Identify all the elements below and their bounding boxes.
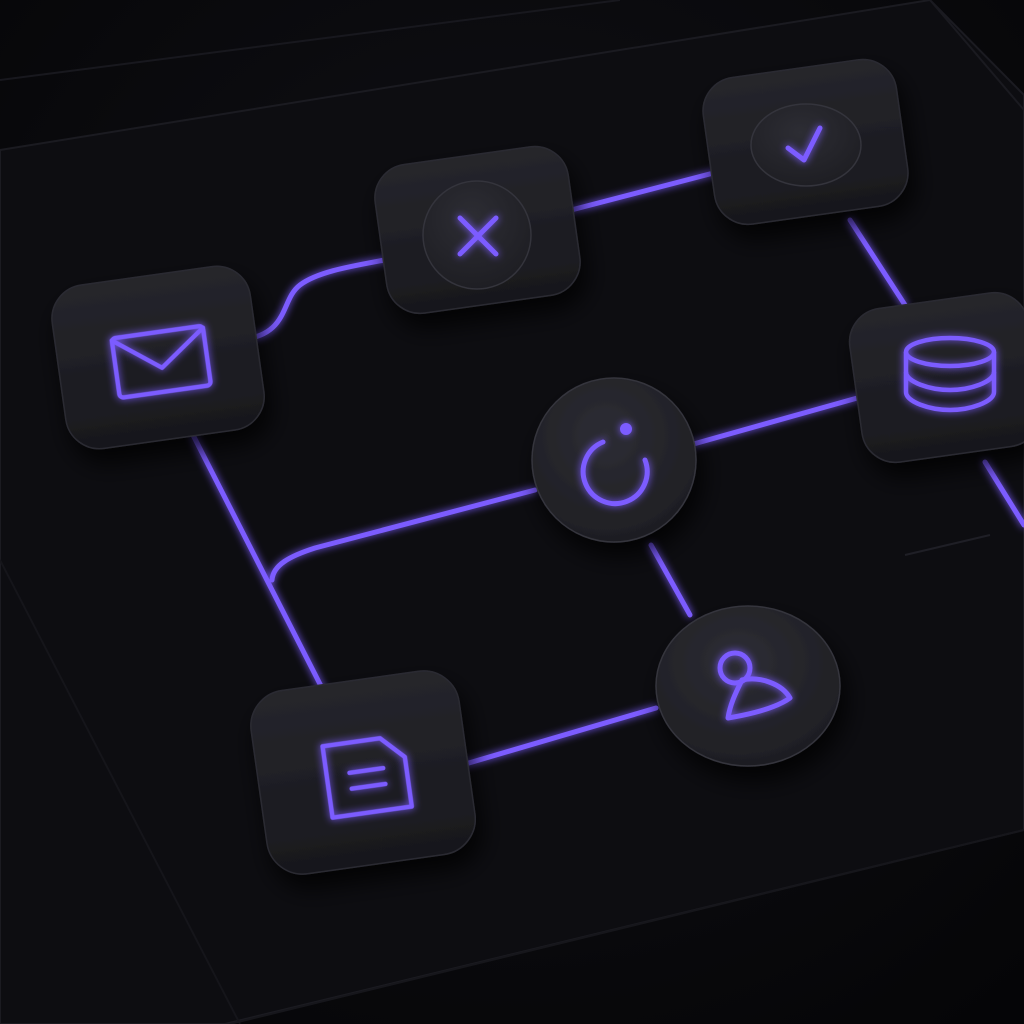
- user-icon: [717, 650, 793, 721]
- connector-process-branch: [269, 487, 538, 583]
- board-edge-bottom: [229, 829, 1024, 1024]
- node-database-tile: [848, 291, 1024, 464]
- database-icon: [903, 335, 997, 413]
- x-icon: [457, 215, 499, 257]
- connector-approve-database: [847, 217, 908, 308]
- node-mail[interactable]: [48, 262, 269, 453]
- connector-database-exit: [982, 459, 1024, 528]
- connectors: [190, 167, 1024, 768]
- connector-process-user: [648, 542, 693, 618]
- loading-icon: [580, 423, 650, 507]
- connector-mail-document: [190, 432, 326, 693]
- connector-database-process: [687, 392, 871, 448]
- connector-document-user: [459, 705, 659, 768]
- node-user[interactable]: [655, 605, 841, 767]
- connector-reject-approve: [549, 167, 728, 218]
- node-database[interactable]: [845, 288, 1024, 467]
- node-mail-tile: [51, 265, 265, 450]
- faint-divider: [904, 534, 991, 556]
- board-edge-left: [0, 559, 241, 1024]
- document-icon: [320, 736, 415, 820]
- check-icon: [785, 125, 823, 163]
- node-process[interactable]: [531, 377, 697, 543]
- mail-icon: [109, 323, 213, 400]
- board-edge-top: [0, 0, 621, 81]
- node-approve-button[interactable]: [750, 103, 862, 187]
- connector-mail-reject: [237, 255, 398, 343]
- board-edge-right: [929, 0, 1024, 111]
